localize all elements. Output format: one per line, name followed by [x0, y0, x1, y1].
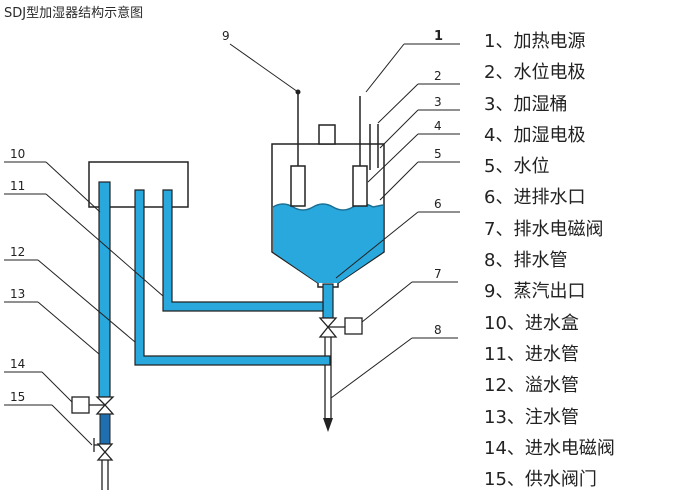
callout-12: 12 — [10, 245, 25, 259]
callout-14: 14 — [10, 357, 25, 371]
callout-15: 15 — [10, 390, 25, 404]
inlet-solenoid-valve — [71, 396, 115, 415]
callout-7: 7 — [434, 267, 442, 281]
callout-9: 9 — [222, 29, 230, 43]
drain-solenoid-valve — [318, 317, 363, 338]
callout-6: 6 — [434, 197, 442, 211]
callout-8: 8 — [434, 323, 442, 337]
legend-item: 11、进水管 — [484, 343, 579, 365]
callout-11: 11 — [10, 179, 25, 193]
legend-item: 9、蒸汽出口 — [484, 281, 586, 303]
legend-item: 8、排水管 — [484, 250, 568, 272]
callout-10: 10 — [10, 147, 25, 161]
legend-item: 13、注水管 — [484, 406, 579, 428]
diagram-title: SDJ型加湿器结构示意图 — [4, 6, 144, 21]
legend-item: 7、排水电磁阀 — [484, 218, 604, 240]
legend-item: 15、供水阀门 — [484, 469, 597, 491]
drain-pipe — [323, 337, 333, 432]
leader-lines — [4, 43, 460, 446]
inlet-outlet-pipe — [322, 283, 334, 319]
legend-item: 12、溢水管 — [484, 375, 579, 397]
inlet-pipe — [162, 189, 324, 312]
water-body — [273, 204, 383, 283]
legend-item: 6、进排水口 — [484, 187, 586, 209]
filter-section — [99, 413, 111, 445]
legend-item: 1、加热电源 — [484, 31, 586, 52]
heating-electrode-right — [352, 96, 368, 207]
supply-valve — [93, 438, 114, 461]
callout-3: 3 — [434, 95, 442, 109]
callout-2: 2 — [434, 69, 442, 83]
legend-item: 3、加湿桶 — [484, 93, 568, 115]
legend-item: 5、水位 — [484, 156, 550, 178]
fill-pipe — [98, 181, 111, 398]
legend-item: 14、进水电磁阀 — [484, 437, 615, 459]
supply-inlet — [101, 460, 109, 490]
callout-5: 5 — [434, 147, 442, 161]
legend-list: 1、加热电源 2、水位电极 3、加湿桶 4、加湿电极 5、水位 6、进排水口 7… — [484, 26, 615, 495]
water-level-electrode — [369, 124, 379, 170]
callout-numbers: 9 1 2 3 4 5 6 7 8 10 11 12 13 14 15 — [10, 29, 443, 404]
heating-electrode-left — [290, 92, 306, 207]
callout-4: 4 — [434, 119, 442, 133]
legend-item: 10、进水盒 — [484, 312, 579, 334]
legend-item: 2、水位电极 — [484, 62, 586, 84]
overflow-pipe — [134, 189, 331, 366]
legend-item: 4、加湿电极 — [484, 124, 586, 146]
callout-1: 1 — [434, 29, 443, 44]
callout-13: 13 — [10, 287, 25, 301]
